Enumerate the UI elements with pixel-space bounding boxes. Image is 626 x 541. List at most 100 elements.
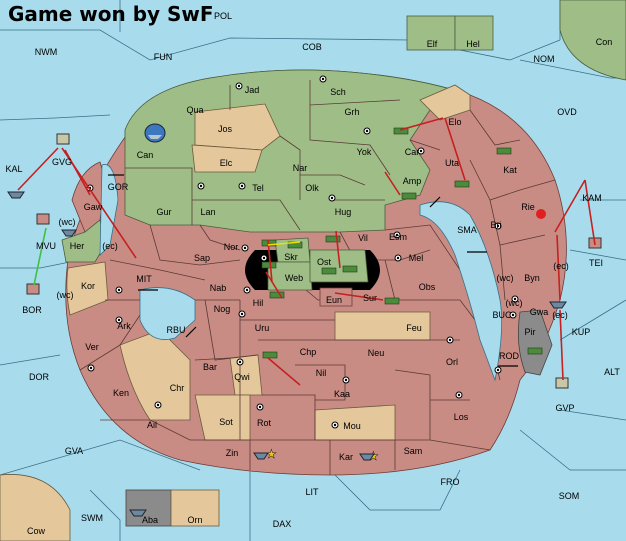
label-mit: MIT xyxy=(136,274,152,284)
label-skr: Skr xyxy=(284,252,298,262)
label-qwi: Qwi xyxy=(234,372,250,382)
label-pir: Pir xyxy=(525,327,536,337)
province-kor[interactable] xyxy=(66,261,109,316)
province-pir[interactable] xyxy=(517,309,553,376)
dislodged-marker xyxy=(536,209,546,219)
province-elc[interactable] xyxy=(191,144,263,173)
label-uta: Uta xyxy=(445,158,459,168)
label-nwm: NWM xyxy=(35,47,58,57)
army-icon xyxy=(555,377,569,389)
lake-rbu[interactable] xyxy=(139,287,196,340)
label-fro: FRO xyxy=(441,477,460,487)
label-amp: Amp xyxy=(403,176,422,186)
label-los: Los xyxy=(454,412,469,422)
label-cob: COB xyxy=(302,42,322,52)
connection-arrows xyxy=(108,174,518,367)
label-tel: Tel xyxy=(252,183,264,193)
label-nor: Nor xyxy=(224,242,239,252)
support-arrow xyxy=(267,241,301,246)
star-icon: ★ xyxy=(368,449,379,463)
label-sur: Sur xyxy=(363,293,377,303)
label-olk: Olk xyxy=(305,183,319,193)
label-rie: Rie xyxy=(521,202,535,212)
fleet-icon xyxy=(549,301,567,309)
label-ec2: (ec) xyxy=(553,261,569,271)
lake-sma[interactable] xyxy=(419,201,503,382)
label-alt: ALT xyxy=(604,367,620,377)
label-rbu: RBU xyxy=(166,325,185,335)
label-ver: Ver xyxy=(85,342,99,352)
label-nog: Nog xyxy=(214,304,231,314)
label-lit: LIT xyxy=(305,487,319,497)
label-buc: BUC xyxy=(492,310,512,320)
label-kam: KAM xyxy=(582,193,602,203)
label-bar: Bar xyxy=(203,362,217,372)
label-kal: KAL xyxy=(5,164,22,174)
label-ec3: (ec) xyxy=(552,310,568,320)
province-elo-top[interactable] xyxy=(419,84,471,121)
label-nar: Nar xyxy=(293,163,308,173)
label-uru: Uru xyxy=(255,323,270,333)
label-web: Web xyxy=(285,273,303,283)
fleet-icon xyxy=(7,191,25,199)
label-can: Can xyxy=(137,150,154,160)
label-feu: Feu xyxy=(406,323,422,333)
label-mou: Mou xyxy=(343,421,361,431)
label-sma: SMA xyxy=(457,225,477,235)
label-rot: Rot xyxy=(257,418,272,428)
province-eun[interactable] xyxy=(319,287,353,307)
province-cow[interactable] xyxy=(0,474,71,541)
label-wc4: (wc) xyxy=(506,298,523,308)
label-byn: Byn xyxy=(524,273,540,283)
page-title: Game won by SwF xyxy=(8,2,214,26)
label-gva: GVA xyxy=(65,446,83,456)
label-gur: Gur xyxy=(156,207,171,217)
label-bri: Bri xyxy=(491,220,502,230)
label-elc: Elc xyxy=(220,158,233,168)
label-sch: Sch xyxy=(330,87,346,97)
label-her: Her xyxy=(70,241,85,251)
supply-centers xyxy=(86,75,519,429)
label-kar: Kar xyxy=(339,452,353,462)
province-chr[interactable] xyxy=(119,329,191,421)
star-icon: ★ xyxy=(266,447,277,461)
label-fun: FUN xyxy=(154,52,173,62)
label-hug: Hug xyxy=(335,207,352,217)
order-arrows xyxy=(17,117,596,386)
fleet-icon xyxy=(144,123,166,143)
label-gaw: Gaw xyxy=(84,202,103,212)
label-swm: SWM xyxy=(81,513,103,523)
label-hel: Hel xyxy=(466,39,480,49)
label-sam: Sam xyxy=(404,446,423,456)
label-ail: Ail xyxy=(147,420,157,430)
label-wc1: (wc) xyxy=(59,217,76,227)
label-grh: Grh xyxy=(344,107,359,117)
label-gwa: Gwa xyxy=(530,307,549,317)
label-wc2: (wc) xyxy=(497,273,514,283)
label-esm: Esm xyxy=(389,232,407,242)
province-hel[interactable] xyxy=(454,15,494,51)
label-con: Con xyxy=(596,37,613,47)
province-orn[interactable] xyxy=(170,489,220,527)
label-nom: NOM xyxy=(534,54,555,64)
label-elf: Elf xyxy=(427,39,438,49)
army-icon xyxy=(56,133,70,145)
label-gor: GOR xyxy=(108,182,129,192)
label-kup: KUP xyxy=(572,327,591,337)
label-sap: Sap xyxy=(194,253,210,263)
lake-gor[interactable] xyxy=(99,164,119,256)
label-kaa: Kaa xyxy=(334,389,350,399)
label-ost: Ost xyxy=(317,257,332,267)
label-orl: Orl xyxy=(446,357,458,367)
label-ec1: (ec) xyxy=(102,241,118,251)
province-web[interactable] xyxy=(267,261,313,291)
province-jos[interactable] xyxy=(194,103,281,151)
label-rod: ROD xyxy=(499,351,520,361)
label-mvu: MVU xyxy=(36,241,56,251)
label-ken: Ken xyxy=(113,388,129,398)
province-aba[interactable] xyxy=(125,489,172,527)
army-icon xyxy=(26,283,40,295)
fleet-icon xyxy=(253,452,269,460)
label-bor: BOR xyxy=(22,305,42,315)
label-neu: Neu xyxy=(368,348,385,358)
